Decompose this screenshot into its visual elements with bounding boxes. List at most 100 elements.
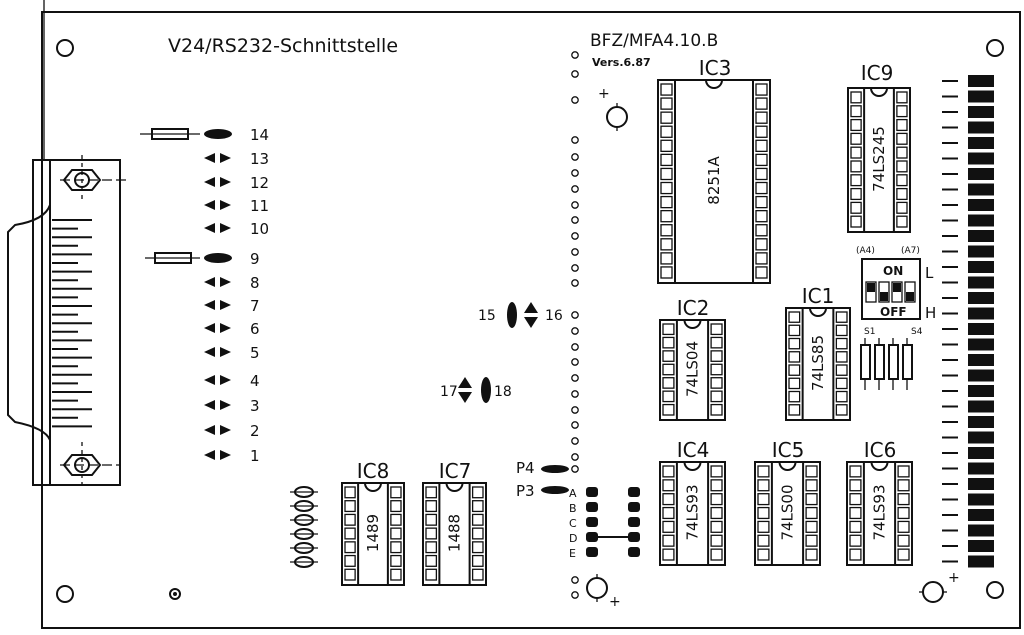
via-hole [571,453,579,461]
via-hole [571,437,579,445]
edge-contact [968,307,994,320]
connector-pin-11: 11 [204,197,269,215]
dip-switch[interactable]: (A4) (A7) ON OFF L H S1 S4 [856,246,936,337]
connector-pin-10: 10 [204,220,269,238]
jumper-pad [628,487,640,497]
plus-label: + [598,86,610,102]
dip-toggle-1[interactable] [865,281,877,303]
jumper-pad [628,502,640,512]
edge-contact [968,400,994,413]
connector-pin-label: 1 [250,447,260,465]
via-hole [571,465,579,473]
via-hole [571,358,579,366]
edge-contact [968,152,994,165]
connector-pin-label: 13 [250,150,269,168]
screw-icon [60,442,120,490]
edge-contact [968,214,994,227]
edge-contact [968,323,994,335]
via-hole [571,96,579,104]
jumper-pad [628,547,640,557]
ic-ref-label: IC1 [802,284,835,308]
connector-pin-2: 2 [204,422,260,440]
via-hole [571,390,579,398]
edge-contact [968,555,994,568]
board-title: V24/RS232-Schnittstelle [168,35,398,57]
connector-pin-3: 3 [204,397,260,415]
connector-pin-label: 8 [250,274,260,292]
connector-pin-label: 10 [250,220,269,238]
ic-part-label: 1488 [446,514,464,552]
connector-pin-6: 6 [204,320,260,338]
dip-toggle-3[interactable] [891,281,903,303]
ic-part-label: 74LS93 [684,484,702,540]
dip-low-label: L [925,264,934,282]
capacitor-icon: + [598,86,628,131]
connector-pin-7: 7 [204,297,260,315]
connector-pin-label: 3 [250,397,260,415]
tp-label-p4: P4 [516,459,535,477]
via-hole [571,153,579,161]
ic-ic1: IC1 74LS85 [785,284,851,421]
small-hole-dot [173,592,177,596]
ic-part-label: 74LS85 [809,335,827,391]
edge-contact [968,416,994,428]
edge-contact [968,462,994,475]
jumper-row-label: E [569,547,576,560]
connector-pin-8: 8 [204,274,260,292]
edge-contact [968,385,994,397]
edge-contact [968,369,994,382]
dip-high-label: H [925,304,936,322]
jumper-row-label: B [569,502,577,515]
small-hole [169,588,181,600]
edge-contact [968,478,994,490]
edge-contact [968,524,994,537]
dsub-connector [7,0,128,490]
via-hole [571,264,579,272]
mounting-hole [986,581,1004,599]
tp-label-18: 18 [494,384,512,400]
plus-label: + [609,594,621,610]
via-hole [571,232,579,240]
resistor-icon [140,128,200,140]
resistor-icon [145,252,200,264]
edge-contact [968,199,994,211]
edge-contact [968,540,994,552]
dip-toggle-4[interactable] [904,281,916,303]
via-hole [571,201,579,209]
resistor-icon [888,344,899,380]
via-hole [571,185,579,193]
tp-label-p3: P3 [516,482,535,500]
edge-contact [968,509,994,521]
connector-pin-label: 2 [250,422,260,440]
via-hole [571,136,579,144]
resistor-icon [860,344,871,380]
connector-pin-5: 5 [204,344,260,362]
via-hole [571,248,579,256]
edge-contact [968,90,994,103]
edge-contact [968,137,994,149]
mounting-hole [986,39,1004,57]
dip-s4-label: S4 [911,327,923,337]
connector-pin-label: 14 [250,126,269,144]
edge-contact [968,230,994,242]
screw-icon [60,155,128,200]
edge-contact [968,493,994,506]
edge-contact [968,447,994,459]
board-id: BFZ/MFA4.10.B [590,31,718,51]
connector-pin-label: 5 [250,344,260,362]
connector-pin-label: 4 [250,372,260,390]
mounting-hole [56,39,74,57]
connector-pin-label: 6 [250,320,260,338]
dip-toggle-2[interactable] [878,281,890,303]
plus-label: + [948,570,960,586]
ic-part-label: 1489 [364,514,382,552]
edge-contact [968,276,994,289]
board-outline [41,11,1021,629]
resistor-icon [874,344,885,380]
